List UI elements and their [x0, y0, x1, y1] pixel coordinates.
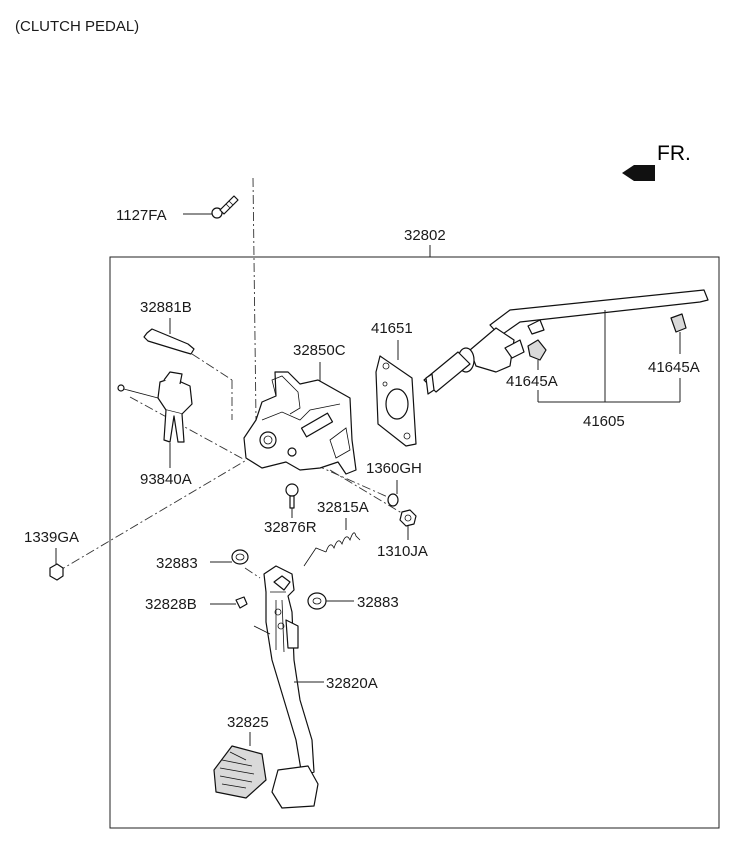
- label-41645A-left: 41645A: [506, 373, 558, 390]
- bolt-32828B: 32828B: [145, 596, 248, 613]
- label-32828B: 32828B: [145, 596, 197, 613]
- label-1360GH: 1360GH: [366, 460, 422, 477]
- alignment-lines: [56, 177, 406, 579]
- bushing-32883-top: 32883: [156, 549, 249, 572]
- label-32881B: 32881B: [140, 299, 192, 316]
- bolt-1127FA: 1127FA: [116, 195, 239, 224]
- label-1127FA: 1127FA: [116, 207, 167, 224]
- label-32883-top: 32883: [156, 555, 198, 572]
- spring-32815A: 32815A: [303, 499, 369, 567]
- label-32876R: 32876R: [264, 519, 317, 536]
- bracket-32850C: 32850C: [243, 342, 357, 475]
- label-32815A: 32815A: [317, 499, 369, 516]
- pedal-arm-32820A: 32820A: [253, 565, 378, 777]
- switch-93840A: 93840A: [117, 371, 193, 488]
- label-1310JA: 1310JA: [377, 543, 428, 560]
- front-arrow-icon: [622, 165, 655, 181]
- front-direction-label: FR.: [657, 142, 691, 165]
- label-41645A-right: 41645A: [648, 359, 700, 376]
- label-32883-right: 32883: [357, 594, 399, 611]
- bushing-1360GH: 1360GH: [366, 460, 422, 507]
- label-93840A: 93840A: [140, 471, 192, 488]
- gasket-41651: 41651: [371, 320, 417, 447]
- pedal-pad-32825: 32825: [213, 714, 269, 799]
- label-41651: 41651: [371, 320, 413, 337]
- label-32850C: 32850C: [293, 342, 346, 359]
- label-1339GA: 1339GA: [24, 529, 79, 546]
- label-32802: 32802: [404, 227, 446, 244]
- pin-32881B: 32881B: [140, 299, 195, 355]
- clip-41645A-left: 41645A: [506, 339, 558, 390]
- master-cylinder-41605: 41605: [423, 289, 709, 430]
- nut-1310JA: 1310JA: [377, 509, 428, 560]
- pedal-pad-mounted: [271, 765, 319, 809]
- nut-1339GA: 1339GA: [24, 529, 79, 581]
- diagram-title: (CLUTCH PEDAL): [15, 18, 139, 35]
- stopper-32876R: 32876R: [264, 483, 317, 536]
- bushing-32883-right: 32883: [307, 592, 399, 611]
- label-41605: 41605: [583, 413, 625, 430]
- front-direction-indicator: FR.: [622, 142, 691, 181]
- label-32820A: 32820A: [326, 675, 378, 692]
- label-32825: 32825: [227, 714, 269, 731]
- clip-41645A-right: 41645A: [648, 313, 700, 376]
- assembly-frame: [109, 256, 720, 829]
